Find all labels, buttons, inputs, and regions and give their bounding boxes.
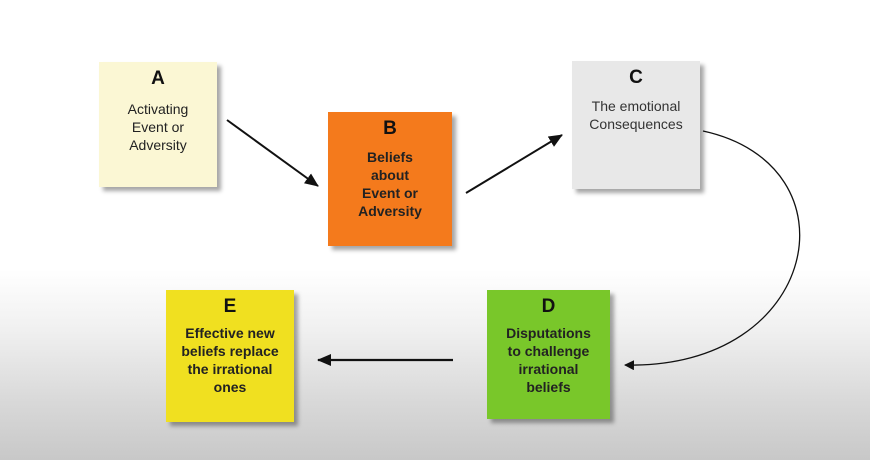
box-d-line: to challenge	[507, 343, 590, 359]
box-a-line: Activating	[127, 101, 189, 117]
box-c-line: The emotional	[591, 98, 681, 114]
box-c-line: Consequences	[589, 116, 683, 132]
box-b-line: Adversity	[358, 203, 422, 219]
arrow-b-to-c	[465, 134, 563, 194]
box-b-line: Event or	[361, 185, 418, 201]
box-e-line: beliefs replace	[181, 343, 279, 359]
box-c-text: The emotional Consequences	[589, 97, 682, 133]
box-b-line: Beliefs	[367, 149, 413, 165]
box-c-letter: C	[629, 67, 643, 88]
box-a-activating-event: A Activating Event or Adversity	[99, 62, 217, 187]
box-a-text: Activating Event or Adversity	[128, 100, 189, 154]
box-e-line: ones	[213, 379, 247, 395]
box-d-line: irrational	[518, 361, 579, 377]
box-b-line: about	[370, 167, 410, 183]
box-a-line: Adversity	[129, 137, 187, 153]
box-d-disputations: D Disputations to challenge irrational b…	[487, 290, 610, 419]
box-e-line: Effective new	[185, 325, 275, 341]
box-d-text: Disputations to challenge irrational bel…	[506, 324, 591, 396]
box-d-line: beliefs	[526, 379, 571, 395]
box-b-text: Beliefs about Event or Adversity	[358, 148, 422, 220]
box-d-letter: D	[541, 296, 556, 317]
box-b-beliefs: B Beliefs about Event or Adversity	[328, 112, 452, 246]
box-d-line: Disputations	[506, 325, 591, 341]
box-c-consequences: C The emotional Consequences	[572, 61, 700, 189]
box-a-letter: A	[151, 68, 165, 89]
box-e-line: the irrational	[187, 361, 273, 377]
arrow-a-to-b	[226, 119, 319, 187]
box-e-text: Effective new beliefs replace the irrati…	[181, 324, 278, 396]
box-a-line: Event or	[131, 119, 185, 135]
box-b-letter: B	[383, 118, 397, 139]
box-e-effective-beliefs: E Effective new beliefs replace the irra…	[166, 290, 294, 422]
box-e-letter: E	[223, 296, 237, 317]
curve-c-to-d	[624, 130, 801, 371]
